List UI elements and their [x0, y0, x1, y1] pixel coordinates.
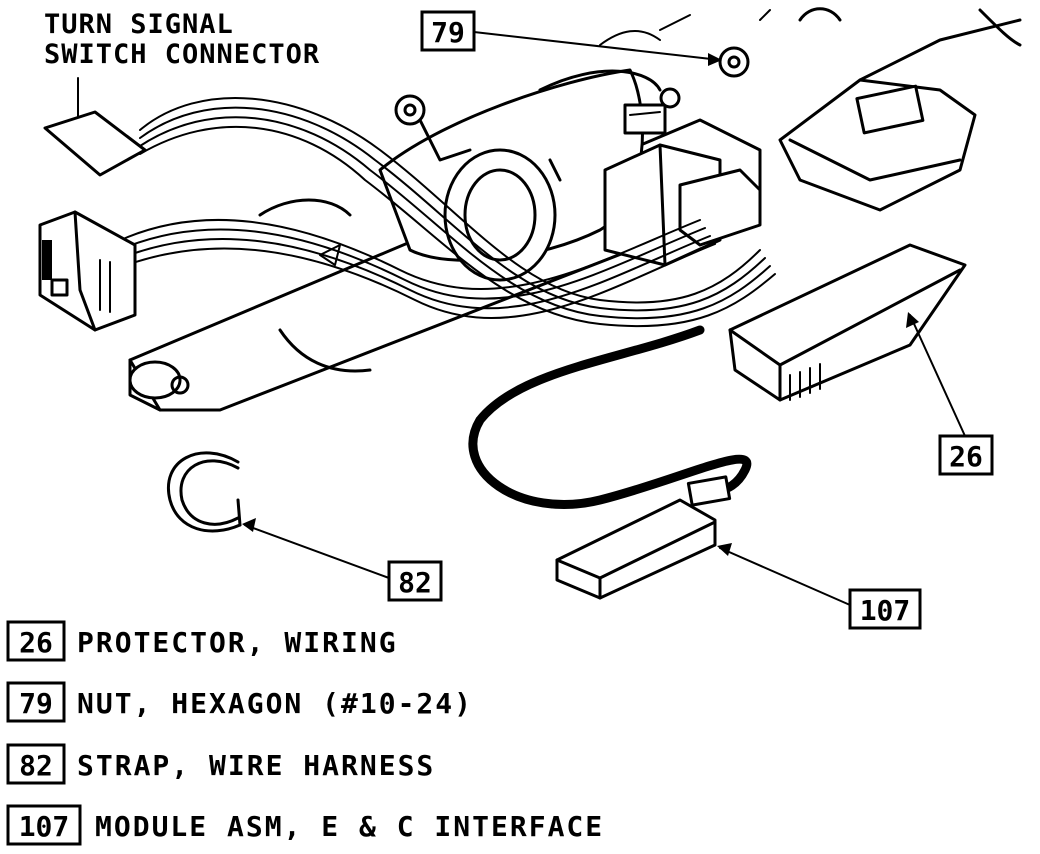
- callout-79-label: 79: [431, 16, 465, 49]
- callout-107: 107: [717, 543, 922, 630]
- legend-number: 26: [19, 626, 53, 659]
- legend-number: 107: [19, 810, 70, 843]
- left-connector-block: [38, 210, 137, 332]
- wire-harness-upper: [139, 97, 776, 328]
- legend-number: 79: [19, 687, 53, 720]
- legend-description: MODULE ASM, E & C INTERFACE: [95, 810, 604, 843]
- connector-label-line2: SWITCH CONNECTOR: [44, 39, 320, 70]
- callout-26: 26: [906, 312, 994, 476]
- legend-row: 107 MODULE ASM, E & C INTERFACE: [6, 804, 604, 846]
- parts-legend: 26 PROTECTOR, WIRING 79 NUT, HEXAGON (#1…: [6, 620, 604, 846]
- wiring-protector: [728, 243, 967, 402]
- wire-harness-lower: [109, 218, 716, 319]
- legend-number: 82: [19, 749, 53, 782]
- callout-79: 79: [420, 10, 722, 66]
- interface-module: [555, 475, 732, 600]
- turn-signal-switch-connector: [43, 110, 147, 177]
- hex-nut: [718, 46, 750, 78]
- legend-description: NUT, HEXAGON (#10-24): [77, 687, 473, 720]
- callout-107-label: 107: [860, 594, 911, 627]
- lock-housing: [378, 68, 662, 282]
- legend-row: 82 STRAP, WIRE HARNESS: [6, 743, 435, 785]
- connector-label-line1: TURN SIGNAL: [44, 9, 234, 40]
- legend-description: PROTECTOR, WIRING: [77, 626, 398, 659]
- turn-signal-lever: [599, 7, 1022, 212]
- legend-description: STRAP, WIRE HARNESS: [77, 749, 435, 782]
- callout-82-label: 82: [398, 566, 432, 599]
- wire-harness-strap: [167, 451, 242, 533]
- legend-row: 79 NUT, HEXAGON (#10-24): [6, 681, 473, 723]
- callout-82: 82: [242, 518, 443, 602]
- switch-block: [603, 87, 762, 267]
- callout-26-label: 26: [949, 440, 983, 473]
- module-pigtail-wire: [468, 325, 752, 509]
- legend-row: 26 PROTECTOR, WIRING: [6, 620, 398, 662]
